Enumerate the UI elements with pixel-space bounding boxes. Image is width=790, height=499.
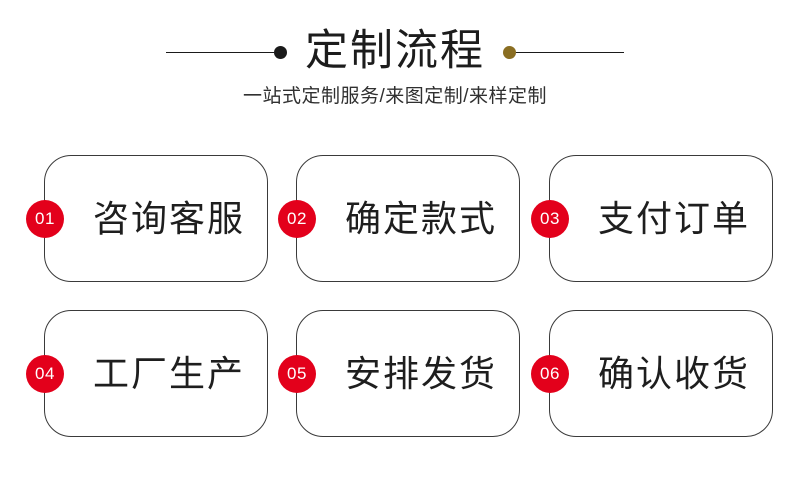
step-label: 支付订单 bbox=[597, 197, 750, 239]
banner-header: 定制流程 一站式定制服务/来图定制/来样定制 bbox=[0, 22, 790, 117]
step-card[interactable]: 02 确定款式 bbox=[278, 155, 520, 282]
step-card[interactable]: 03 支付订单 bbox=[531, 155, 773, 282]
step-label: 工厂生产 bbox=[92, 352, 245, 394]
step-label: 确认收货 bbox=[597, 352, 750, 394]
title-row: 定制流程 bbox=[0, 22, 790, 82]
right-rule-line bbox=[516, 51, 624, 53]
step-label: 确定款式 bbox=[344, 197, 497, 239]
step-number-badge: 04 bbox=[26, 354, 64, 393]
step-card[interactable]: 05 安排发货 bbox=[278, 310, 520, 437]
step-number-badge: 06 bbox=[531, 354, 569, 393]
step-card[interactable]: 01 咨询客服 bbox=[26, 155, 268, 282]
step-card[interactable]: 04 工厂生产 bbox=[26, 310, 268, 437]
step-card[interactable]: 06 确认收货 bbox=[531, 310, 773, 437]
step-label: 咨询客服 bbox=[92, 197, 245, 239]
step-number-badge: 01 bbox=[26, 199, 64, 238]
steps-grid: 01 咨询客服 02 确定款式 03 支付订单 04 工厂生产 05 安排发货 … bbox=[26, 155, 773, 437]
page-title: 定制流程 bbox=[305, 28, 485, 75]
step-number-badge: 02 bbox=[278, 199, 316, 238]
step-label: 安排发货 bbox=[344, 352, 497, 394]
step-number-badge: 03 bbox=[531, 199, 569, 238]
left-dot-icon bbox=[274, 45, 287, 59]
left-rule-line bbox=[166, 51, 274, 53]
step-number-badge: 05 bbox=[278, 354, 316, 393]
page-subtitle: 一站式定制服务/来图定制/来样定制 bbox=[242, 86, 548, 107]
right-dot-icon bbox=[503, 45, 516, 59]
